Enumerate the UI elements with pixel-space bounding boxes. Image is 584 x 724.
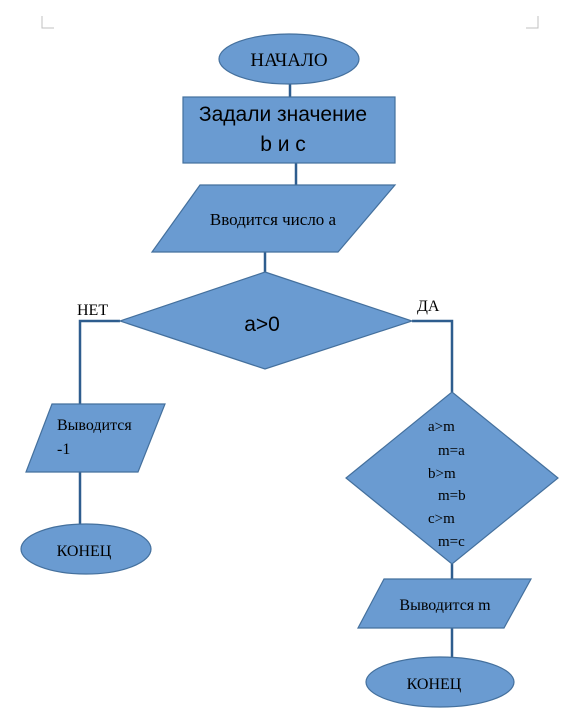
connector-decision-yes xyxy=(412,319,454,392)
input-label: Вводится число а xyxy=(210,210,337,229)
decision-right-line-6: m=c xyxy=(438,534,465,550)
input-parallelogram[interactable] xyxy=(150,184,397,253)
decision-right-line-1: a>m xyxy=(428,419,455,435)
start-terminator[interactable] xyxy=(218,33,360,85)
output-left-label-line1: Выводится xyxy=(57,417,132,434)
decision-right-line-5: c>m xyxy=(428,511,455,527)
end-right-terminator[interactable] xyxy=(365,656,515,708)
page-corner-marks xyxy=(41,16,539,29)
connector-decision-no xyxy=(78,319,120,404)
output-right-parallelogram[interactable] xyxy=(357,578,533,629)
branch-no-label: НЕТ xyxy=(77,302,108,319)
output-left-label-line2: -1 xyxy=(57,441,70,458)
corner-mark-right xyxy=(526,16,539,29)
shapes xyxy=(20,33,559,708)
connectors xyxy=(78,83,454,658)
process-label-line2: b и с xyxy=(260,133,306,156)
branch-yes-label: ДА xyxy=(417,298,440,315)
start-label: НАЧАЛО xyxy=(250,50,327,71)
output-left-parallelogram[interactable] xyxy=(25,403,166,473)
output-right-label: Выводится m xyxy=(399,597,491,614)
decision-right-diamond[interactable] xyxy=(345,391,559,565)
end-left-label: КОНЕЦ xyxy=(57,543,112,560)
decision-right-line-2: m=a xyxy=(438,443,465,459)
decision-label: a>0 xyxy=(244,313,280,336)
decision-right-line-4: m=b xyxy=(438,488,466,504)
process-box[interactable] xyxy=(182,96,396,164)
end-right-label: КОНЕЦ xyxy=(407,676,462,693)
process-label-line1: Задали значение xyxy=(199,103,367,126)
decision-right-line-3: b>m xyxy=(428,466,456,482)
decision-diamond[interactable] xyxy=(118,271,414,370)
end-left-terminator[interactable] xyxy=(20,523,152,575)
corner-mark-left xyxy=(41,16,54,29)
